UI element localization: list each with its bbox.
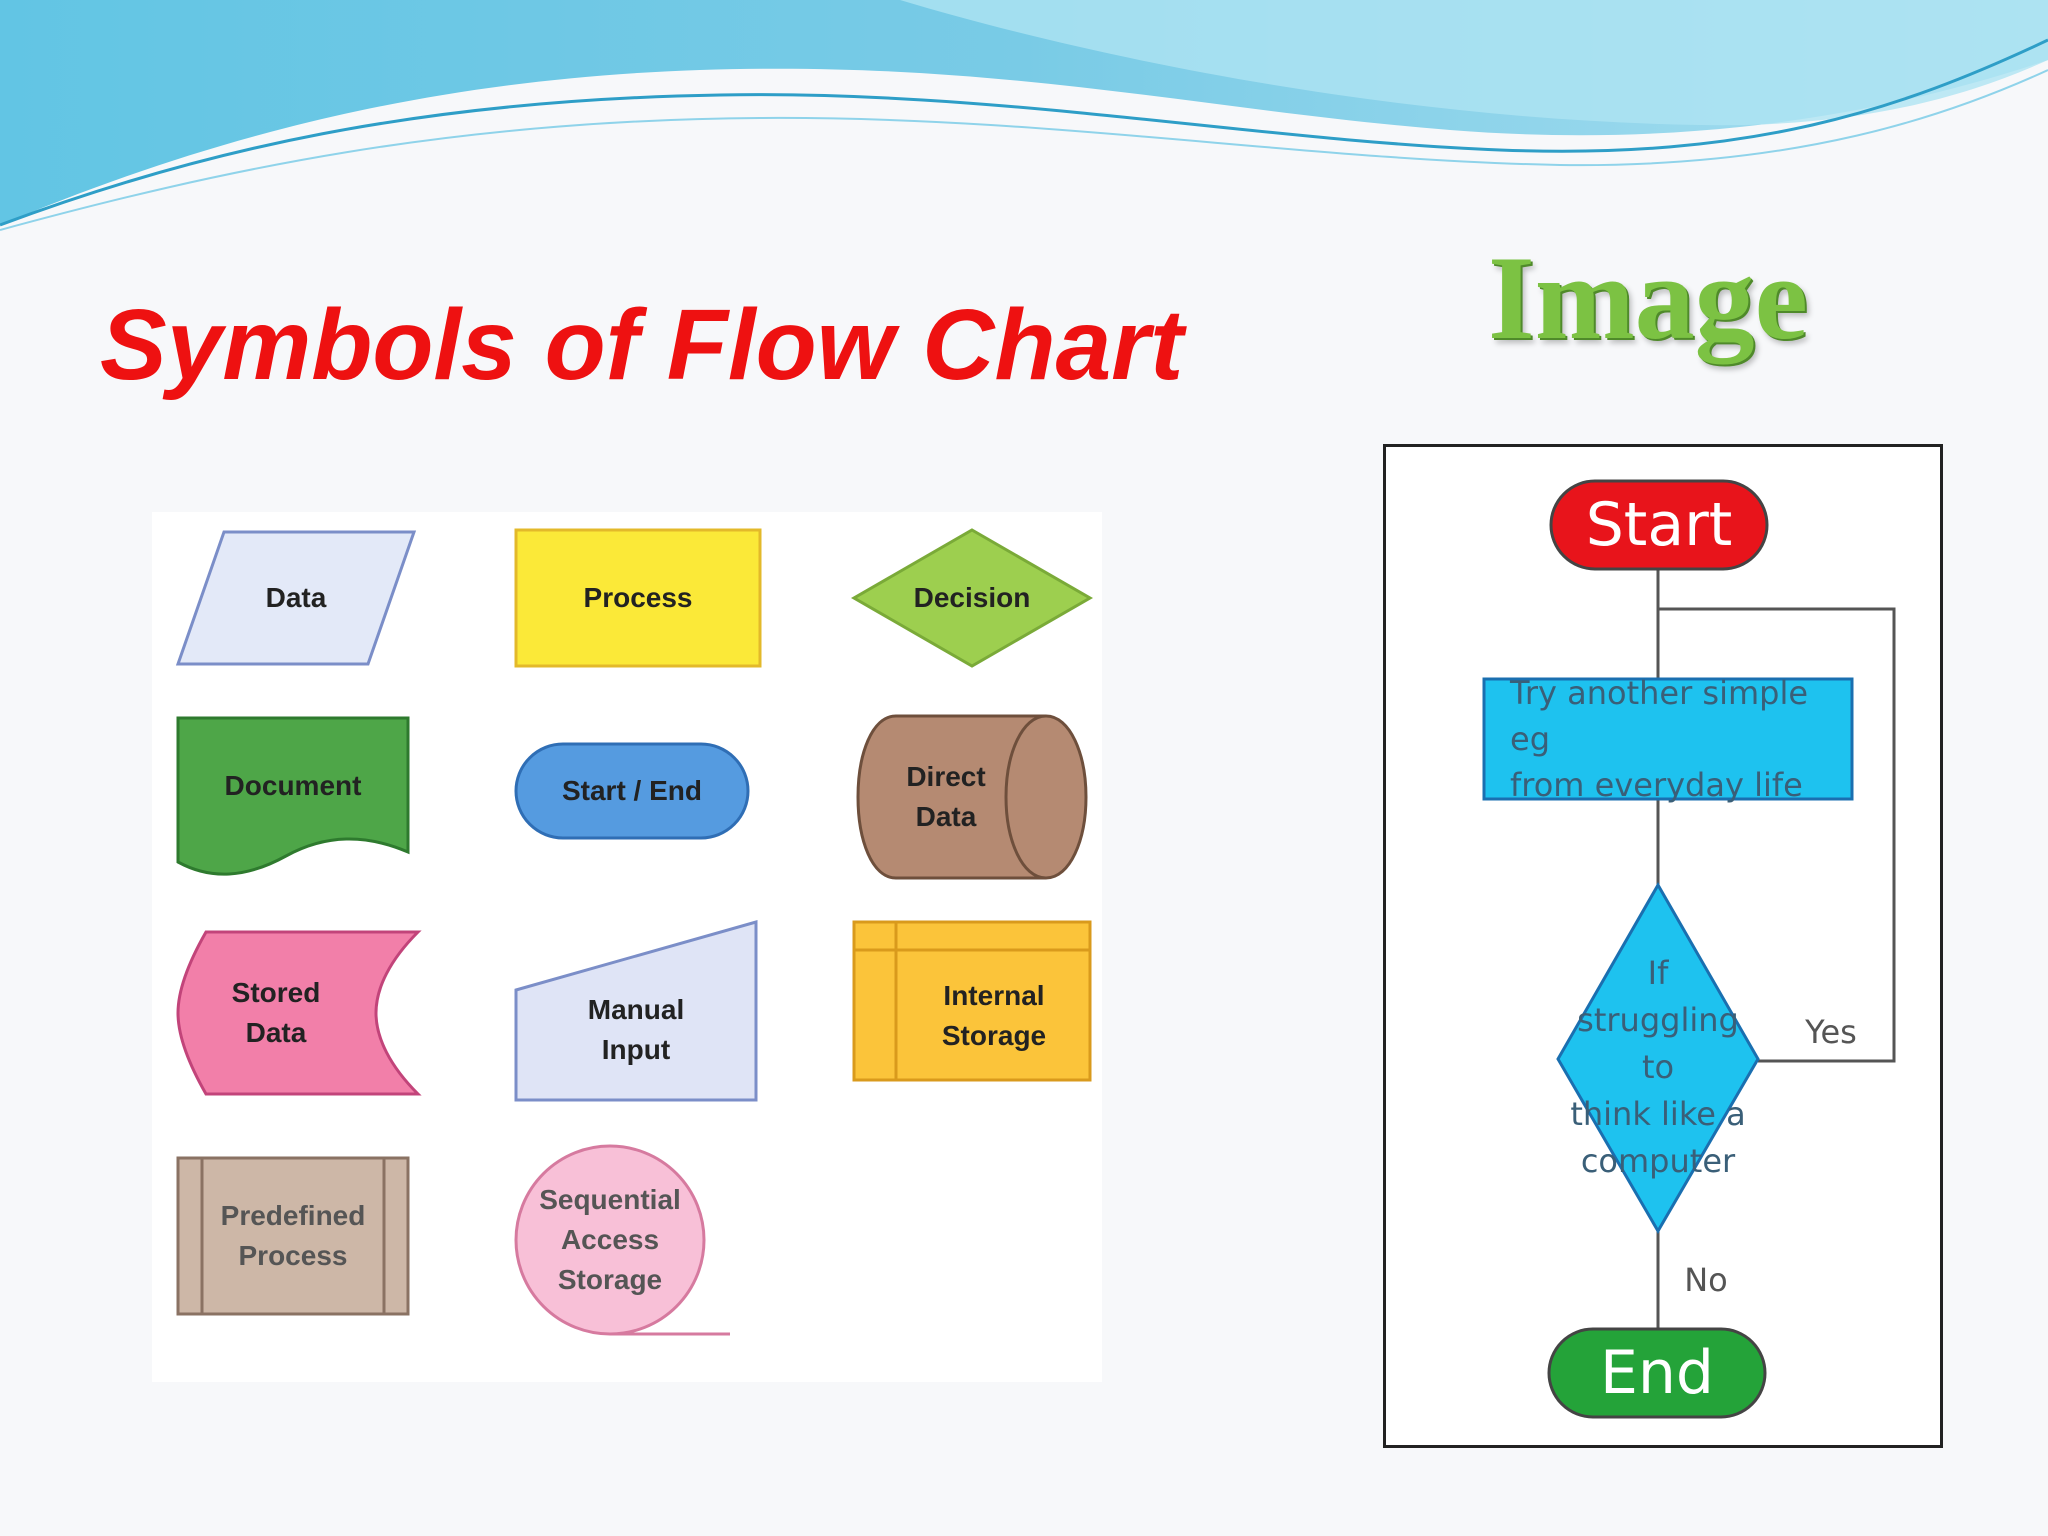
symbol-start-end: Start / End — [514, 742, 750, 840]
flowchart-symbols-panel: Data Process Decision Document Start / E… — [152, 512, 1102, 1382]
manual-input-shape — [514, 920, 758, 1102]
symbol-process-label: Process — [583, 582, 693, 613]
symbol-start-end-label: Start / End — [561, 775, 702, 806]
slide-title: Symbols of Flow Chart — [100, 289, 1184, 401]
sequential-access-circle-shape — [514, 1144, 730, 1336]
flow-no-label: No — [1684, 1261, 1728, 1299]
symbol-decision: Decision — [850, 528, 1094, 668]
symbol-data-label: Data — [265, 582, 327, 613]
decision-diamond-shape — [850, 528, 1094, 668]
symbol-document-label: Document — [224, 770, 362, 801]
symbol-decision-label: Decision — [913, 582, 1031, 613]
process-rectangle-shape — [514, 528, 762, 668]
flow-end-label: End — [1599, 1338, 1715, 1408]
symbol-data: Data — [175, 528, 417, 668]
flow-process-shape — [1482, 677, 1854, 801]
image-heading: Image — [1488, 231, 1808, 364]
flow-start-shape — [1549, 479, 1769, 571]
flowchart-connectors — [1482, 479, 1896, 1419]
flow-end-shape — [1547, 1327, 1767, 1419]
symbol-document: Document — [176, 716, 410, 878]
stored-data-shape — [176, 930, 422, 1096]
flow-yes-label: Yes — [1805, 1013, 1857, 1051]
internal-storage-shape — [852, 920, 1092, 1082]
data-parallelogram-shape — [175, 530, 417, 666]
predefined-process-shape — [176, 1156, 410, 1316]
flow-decision-shape — [1556, 881, 1760, 1234]
header-wave-decoration — [0, 0, 2048, 231]
symbol-process: Process — [514, 528, 762, 668]
flow-start-label: Start — [1585, 490, 1733, 560]
direct-data-cylinder-shape — [856, 714, 1088, 880]
terminator-shape — [514, 742, 750, 840]
document-shape — [176, 716, 410, 876]
